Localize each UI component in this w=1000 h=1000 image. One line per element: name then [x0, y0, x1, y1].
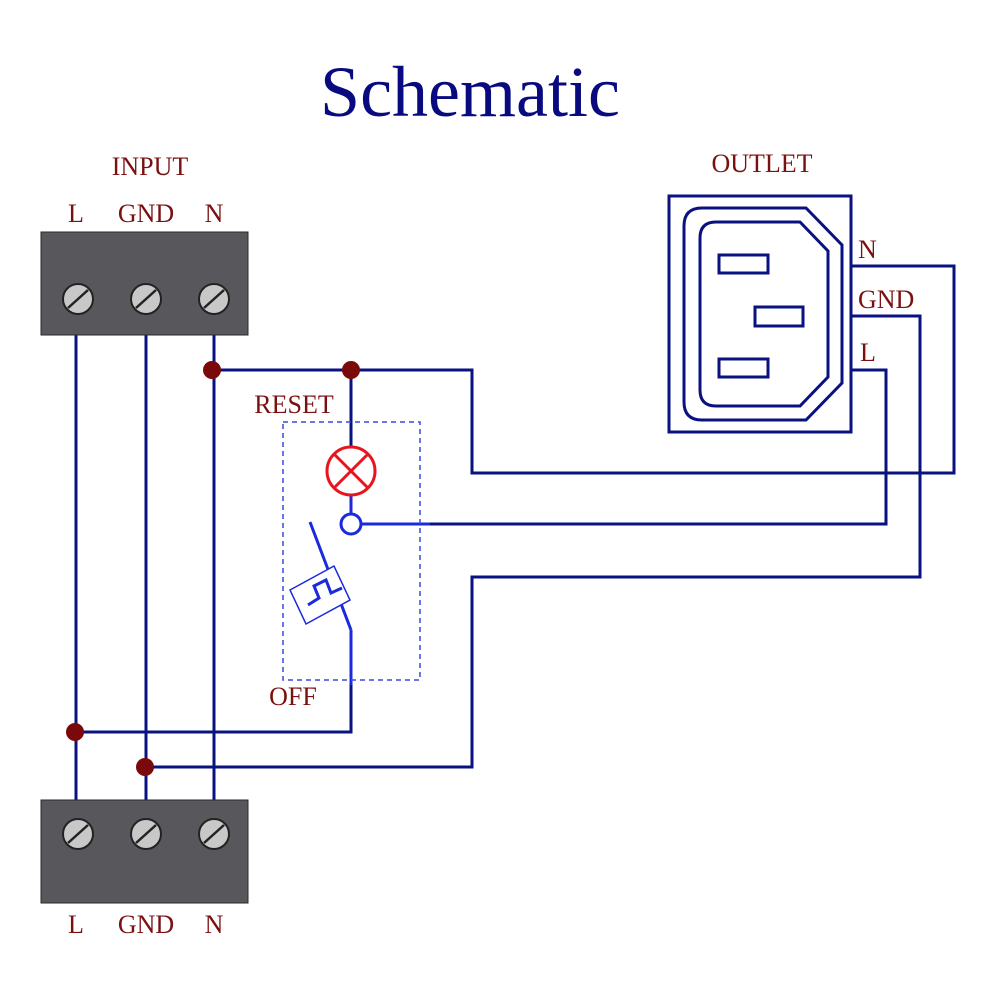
junction-dot [66, 723, 84, 741]
outlet-pin-gnd [753, 305, 805, 328]
top-terminal-block [40, 231, 249, 336]
screw-terminal-icon [62, 818, 94, 850]
bottom-terminal-n-label: N [205, 910, 224, 939]
junctions [66, 361, 360, 776]
input-label: INPUT [112, 152, 189, 181]
outlet-pin-l-label: L [860, 338, 876, 367]
top-terminal-n-label: N [205, 199, 224, 228]
outlet-pin-l [717, 357, 770, 379]
outlet-pin-n [717, 253, 770, 275]
page-title: Schematic [320, 52, 620, 132]
junction-dot [136, 758, 154, 776]
outlet-outer-contour [682, 206, 844, 422]
screw-terminal-icon [198, 283, 230, 315]
outlet-pin-n-label: N [858, 235, 877, 264]
outlet-pin-gnd-label: GND [858, 285, 914, 314]
reset-contact-icon [339, 512, 363, 536]
screw-terminal-icon [130, 818, 162, 850]
off-label: OFF [269, 682, 317, 711]
screw-terminal-icon [130, 283, 162, 315]
outlet-inner-contour [698, 220, 830, 408]
top-terminal-l-label: L [68, 199, 84, 228]
thermal-element-icon [289, 564, 351, 626]
reset-label: RESET [254, 390, 334, 419]
wire-l-to-breaker [76, 685, 353, 734]
bottom-terminal-block [40, 799, 249, 904]
bottom-terminal-gnd-label: GND [118, 910, 174, 939]
breaker-enclosure [282, 421, 421, 681]
wires [74, 264, 956, 805]
junction-dot [203, 361, 221, 379]
indicator-lamp-icon [325, 445, 377, 497]
bottom-terminal-l-label: L [68, 910, 84, 939]
top-terminal-gnd-label: GND [118, 199, 174, 228]
outlet-frame [667, 194, 853, 434]
screw-terminal-icon [198, 818, 230, 850]
junction-dot [342, 361, 360, 379]
outlet-label: OUTLET [711, 149, 812, 178]
wire-neutral-to-outlet [214, 264, 956, 475]
iec-c14-socket-icon [667, 194, 853, 434]
wire-switched-l-to-outlet [430, 368, 888, 526]
screw-terminal-icon [62, 283, 94, 315]
wire-gnd-to-outlet [146, 314, 922, 769]
